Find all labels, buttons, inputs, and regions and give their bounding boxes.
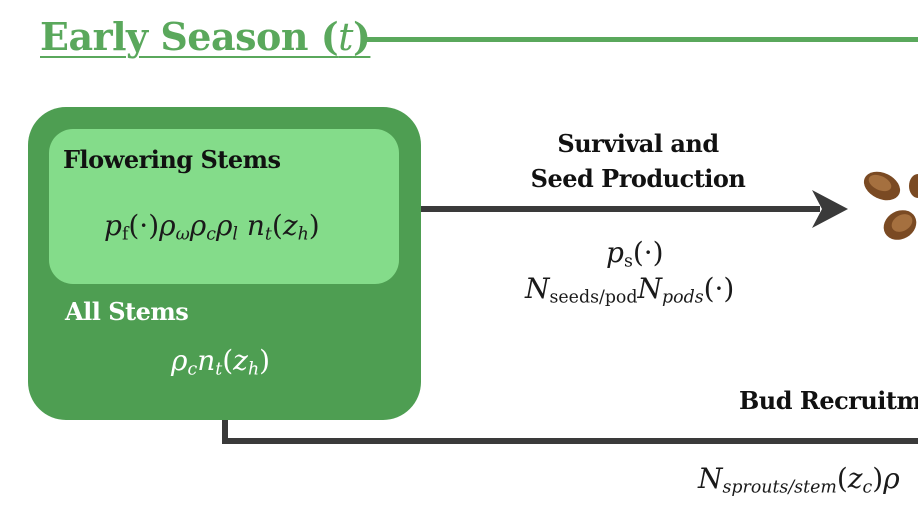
title-close: ) <box>352 14 371 59</box>
arrow-right-icon <box>812 190 848 228</box>
survival-formula: ps(·) <box>606 236 664 272</box>
bud-recruitment-connector <box>222 418 918 444</box>
bud-recruitment-formula: Nsprouts/stem(zc)ρ <box>698 462 900 498</box>
title-text: Early Season ( <box>40 14 339 59</box>
page-title: Early Season (t) <box>40 14 371 59</box>
all-stems-label: All Stems <box>65 297 189 326</box>
survival-label-line2: Seed Production <box>530 164 746 193</box>
flowering-stems-box <box>49 129 399 284</box>
flowering-formula: pf(·)ρωρcρl nt(zh) <box>104 209 320 245</box>
title-variable: t <box>338 15 353 59</box>
survival-label-line1: Survival and <box>557 129 719 158</box>
flowering-stems-label: Flowering Stems <box>63 145 281 174</box>
survival-seed-production-label: Survival and Seed Production <box>520 126 756 196</box>
seed-production-formula: Nseeds/podNpods(·) <box>525 272 735 308</box>
title-rule <box>366 37 918 42</box>
bud-recruitment-label: Bud Recruitme <box>739 386 918 415</box>
seed-pods-icon <box>863 171 918 240</box>
all-stems-formula: ρcnt(zh) <box>171 344 271 380</box>
